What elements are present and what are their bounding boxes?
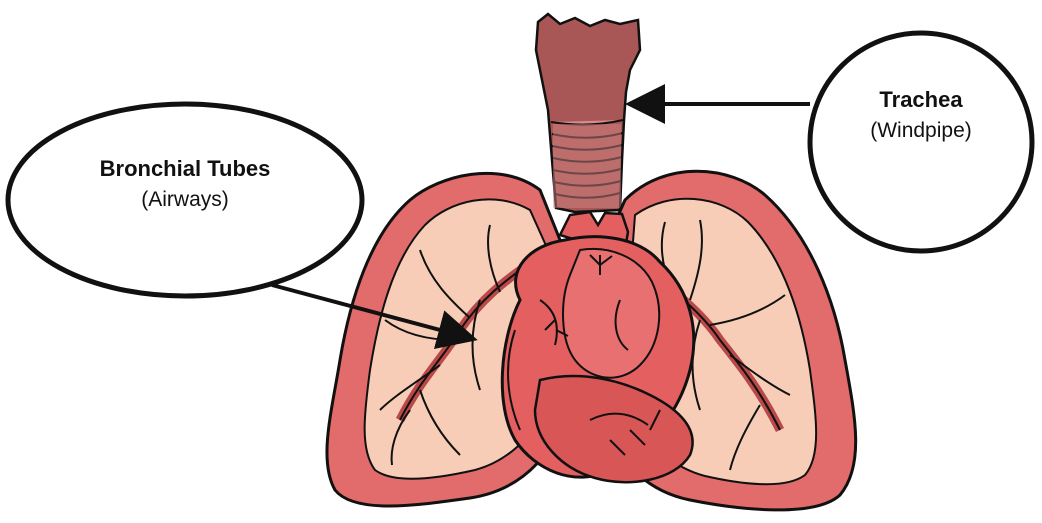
bronchial-label: Bronchial Tubes (Airways) — [60, 154, 310, 216]
trachea-label: Trachea (Windpipe) — [840, 85, 1002, 147]
trachea-subtitle: (Windpipe) — [840, 115, 1002, 147]
trachea-illustration — [536, 14, 640, 212]
trachea-title: Trachea — [840, 85, 1002, 115]
bronchial-subtitle: (Airways) — [60, 184, 310, 216]
bronchial-title: Bronchial Tubes — [60, 154, 310, 184]
